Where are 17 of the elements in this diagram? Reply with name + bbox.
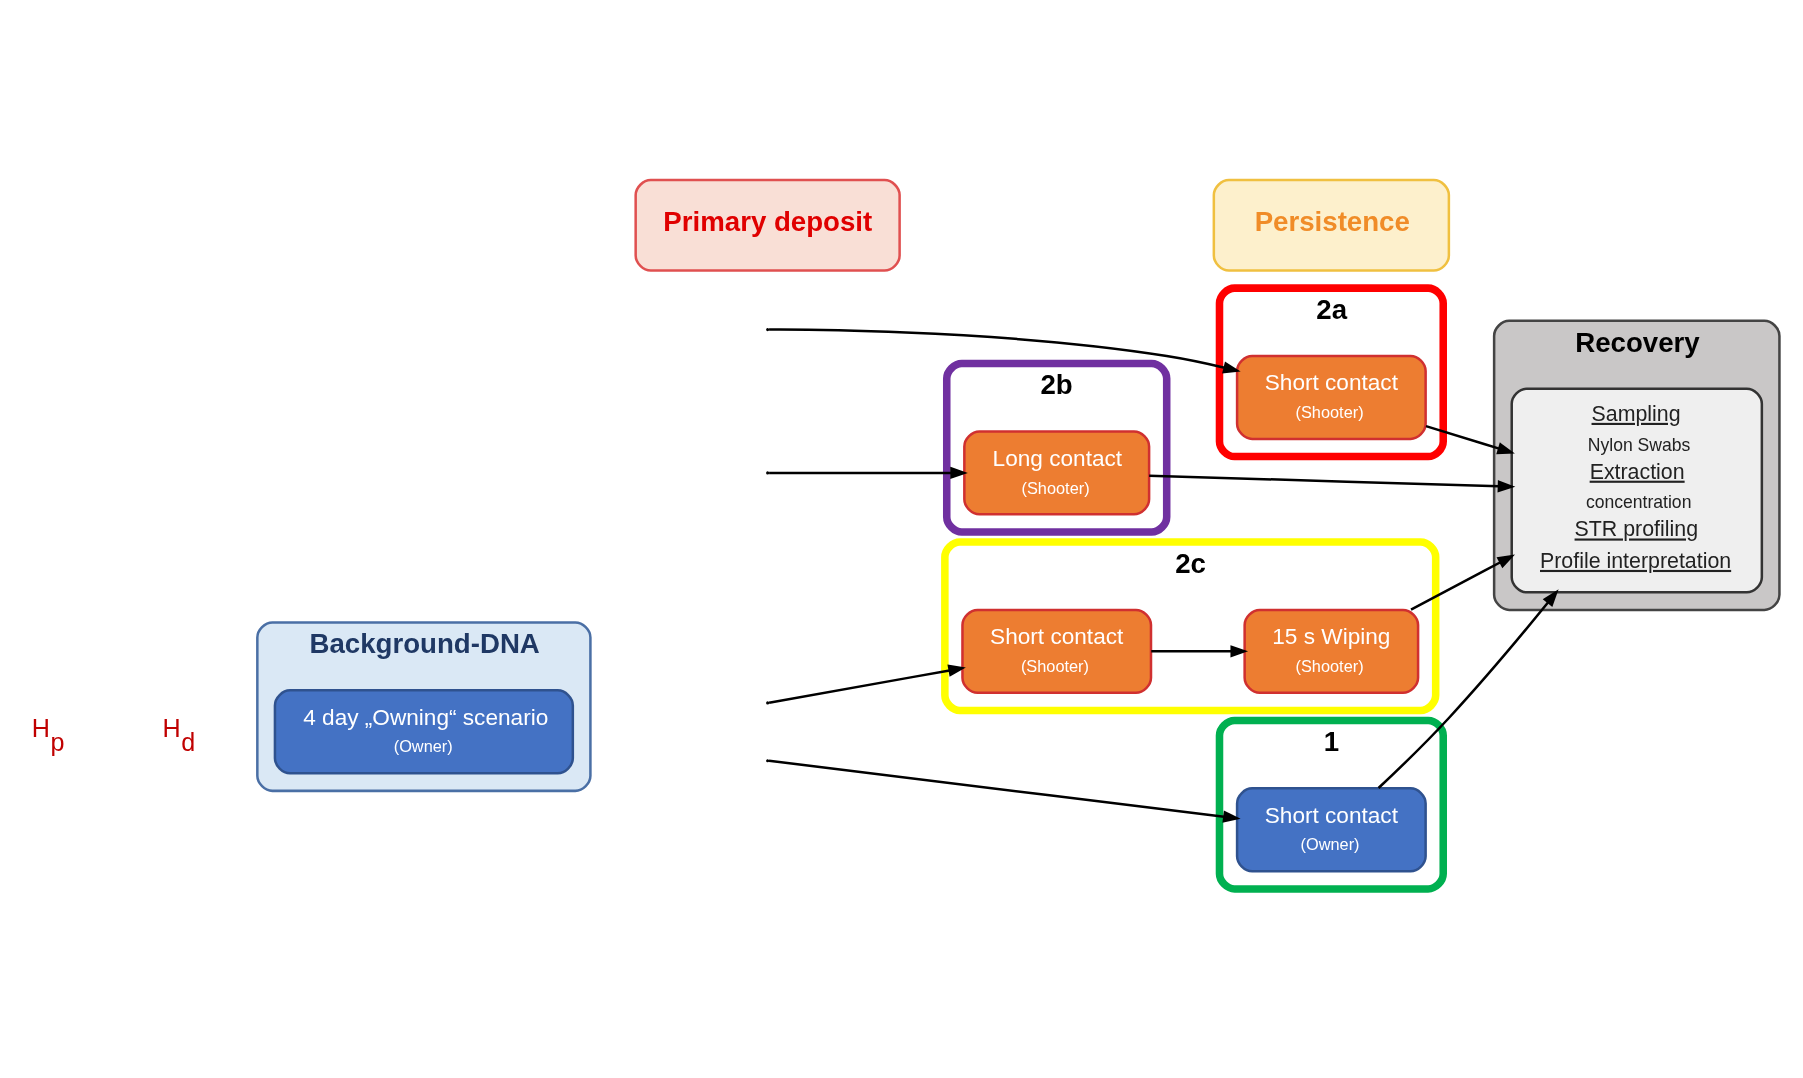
arrow — [1425, 424, 1515, 454]
arrow — [769, 327, 1241, 373]
node-box: 15 s Wiping (Shooter) — [1243, 608, 1420, 694]
arrow — [769, 466, 968, 479]
node-box: Persistence — [1212, 178, 1451, 272]
node-box: Short contact (Shooter) — [961, 608, 1153, 694]
arrow — [1151, 644, 1249, 658]
arrow — [768, 759, 1241, 823]
node-box: 4 day „Owning“ scenario (Owner) — [273, 688, 575, 775]
node-box: Short contact (Owner) — [1235, 786, 1427, 873]
arrow — [768, 664, 966, 704]
node-box: Primary deposit — [634, 178, 901, 272]
node-box: Sampling Nylon Swabs Extraction concentration STR profiling Profile interpretation — [1510, 386, 1764, 594]
node-box: Short contact (Shooter) — [1235, 354, 1427, 440]
arrow — [1149, 473, 1516, 492]
node-box: Long contact (Shooter) — [963, 429, 1151, 516]
arrow — [1377, 588, 1559, 789]
